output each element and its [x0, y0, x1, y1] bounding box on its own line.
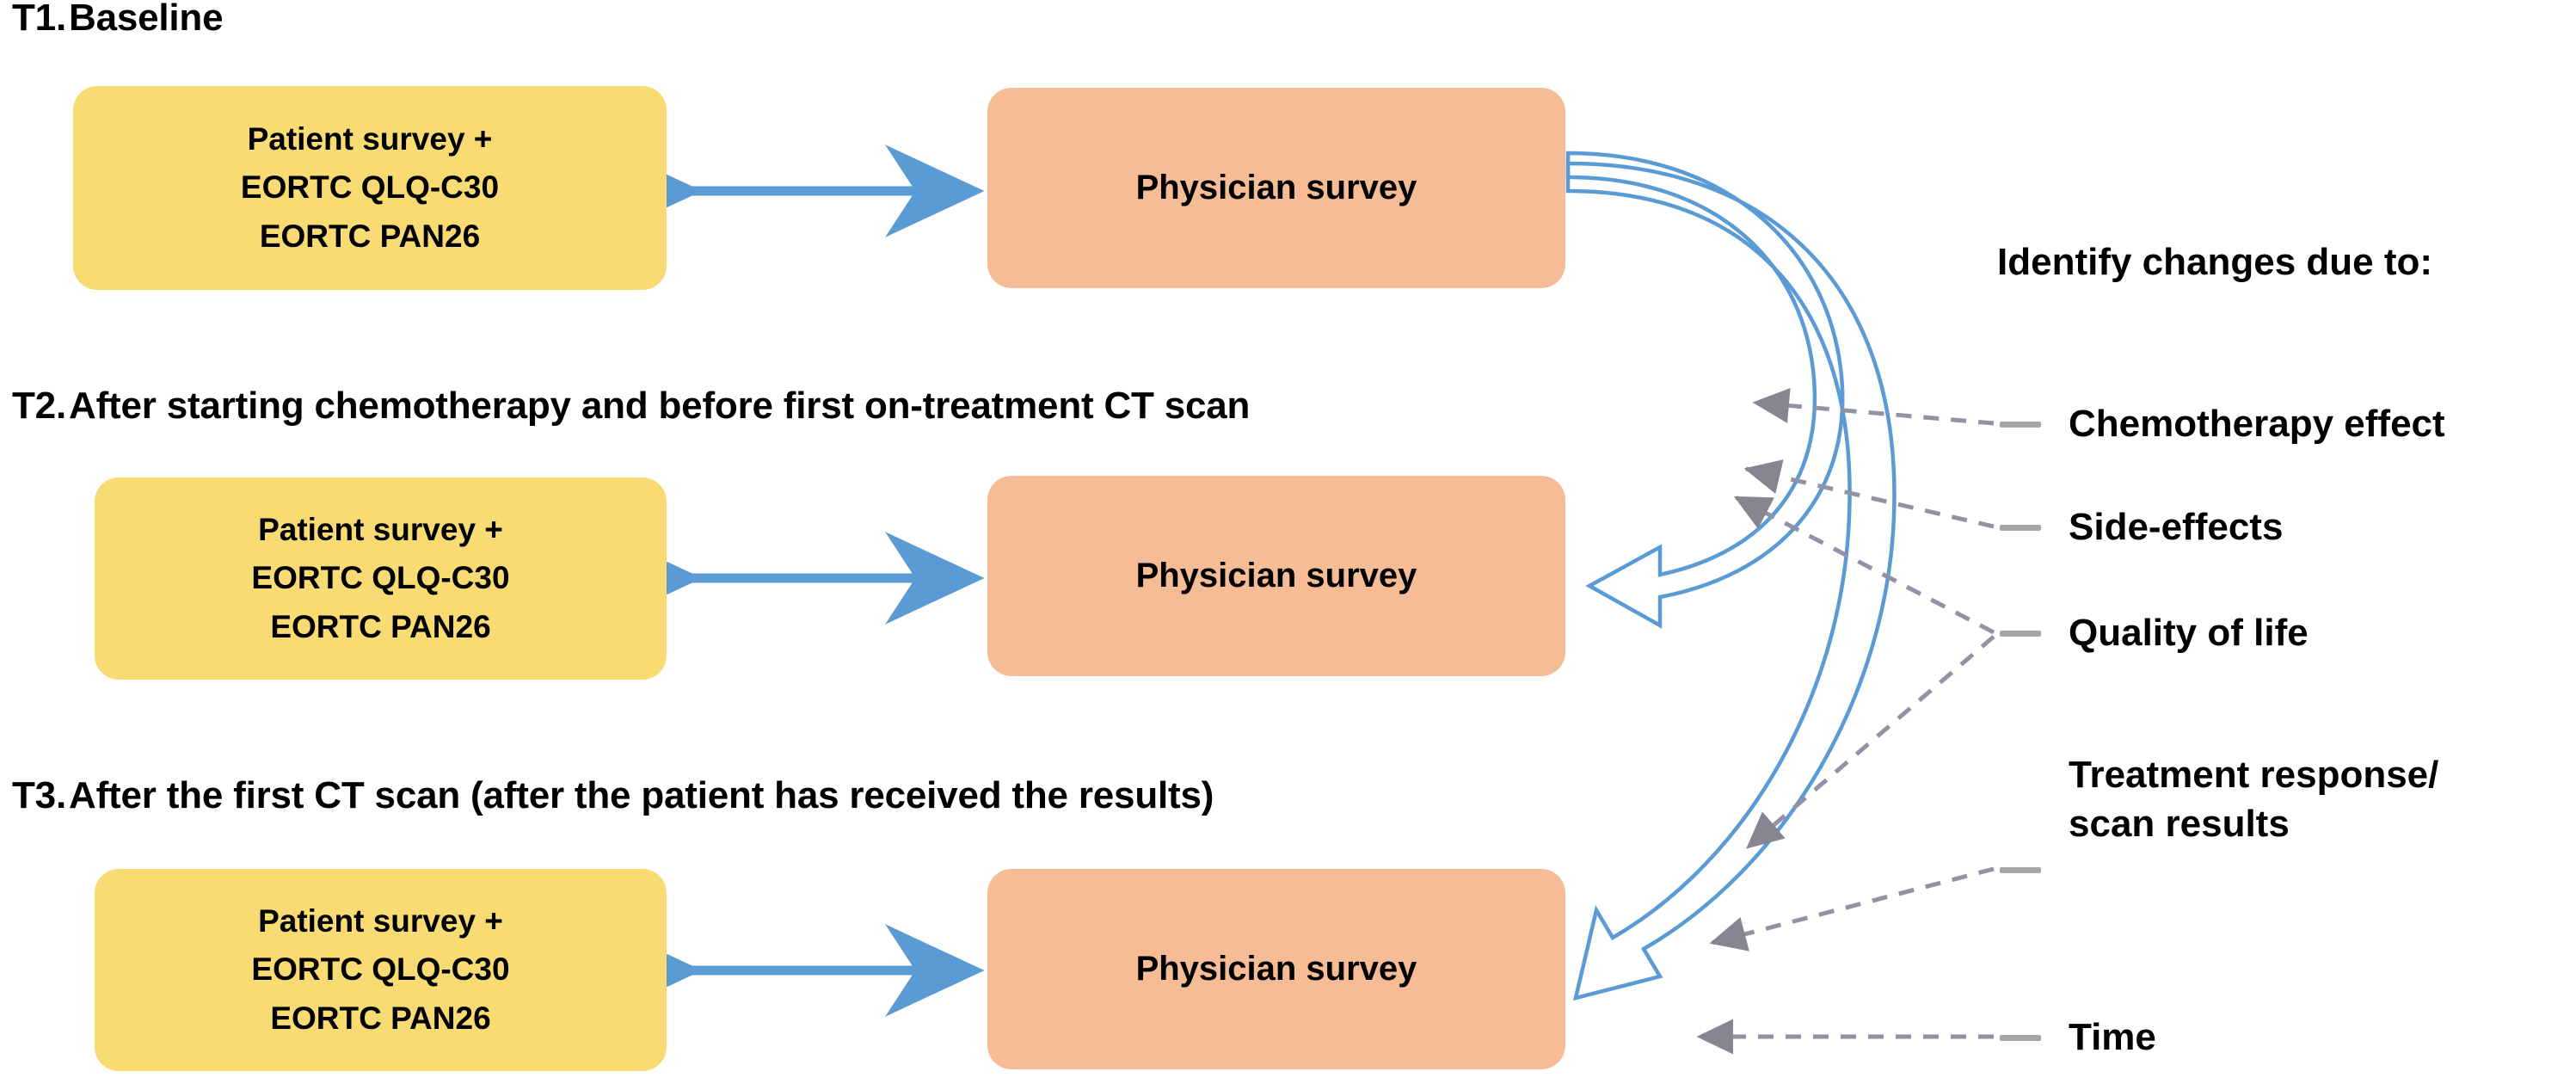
- patient-box-line-3: EORTC PAN26: [270, 1000, 491, 1036]
- patient-box-line-1: Patient survey +: [258, 903, 503, 939]
- patient-box-line-2: EORTC QLQ-C30: [251, 951, 510, 988]
- legend-dash-icon-treatment-response: [2000, 867, 2041, 873]
- legend-item-chemotherapy-effect: Chemotherapy effect: [2069, 403, 2445, 445]
- legend-title: Identify changes due to:: [1997, 241, 2433, 283]
- patient-survey-box-t3: Patient survey + EORTC QLQ-C30 EORTC PAN…: [95, 869, 667, 1071]
- timepoint-code-t2: T2.: [12, 385, 66, 427]
- dashed-connector-quality-of-life-upper: [1733, 495, 1995, 635]
- timepoint-code-t3: T3.: [12, 774, 66, 816]
- legend-item-side-effects: Side-effects: [2069, 506, 2284, 548]
- timepoint-description-t1: Baseline: [69, 0, 224, 39]
- timepoint-description-t3: After the first CT scan (after the patie…: [69, 774, 1214, 816]
- legend-dash-icon-time: [2000, 1035, 2041, 1041]
- legend-item-quality-of-life: Quality of life: [2069, 612, 2309, 654]
- physician-box-label: Physician survey: [1135, 557, 1417, 594]
- legend-dash-icon-chemotherapy: [2000, 422, 2041, 428]
- dashed-connector-side-effects: [1743, 459, 1995, 529]
- patient-box-line-2: EORTC QLQ-C30: [240, 169, 500, 206]
- legend-item-treatment-response-line-2: scan results: [2069, 803, 2290, 846]
- patient-box-line-3: EORTC PAN26: [270, 608, 491, 644]
- dashed-connector-treatment-response: [1709, 866, 1995, 951]
- patient-survey-box-t1: Patient survey + EORTC QLQ-C30 EORTC PAN…: [73, 86, 667, 290]
- legend-dash-icon-quality-of-life: [2000, 631, 2041, 637]
- legend-item-time: Time: [2069, 1016, 2156, 1058]
- dashed-connector-quality-of-life-lower: [1746, 635, 1995, 849]
- patient-box-line-3: EORTC PAN26: [259, 218, 481, 254]
- dashed-connector-chemotherapy: [1752, 388, 1995, 426]
- physician-survey-box-t2: Physician survey: [987, 476, 1565, 676]
- patient-survey-box-t2: Patient survey + EORTC QLQ-C30 EORTC PAN…: [95, 477, 667, 680]
- timepoint-description-t2: After starting chemotherapy and before f…: [69, 385, 1251, 427]
- legend-item-treatment-response-line-1: Treatment response/: [2069, 754, 2439, 796]
- curved-arrow-t1-to-t3: [1565, 161, 1897, 1001]
- patient-box-line-2: EORTC QLQ-C30: [251, 560, 510, 596]
- patient-box-line-1: Patient survey +: [258, 512, 503, 548]
- legend-item-treatment-response: Treatment response/ scan results: [2069, 750, 2438, 848]
- legend-dash-icon-side-effects: [2000, 525, 2041, 531]
- physician-box-label: Physician survey: [1135, 169, 1417, 206]
- physician-survey-box-t3: Physician survey: [987, 869, 1565, 1069]
- curved-arrow-t1-to-t2: [1565, 151, 1845, 629]
- timepoint-code-t1: T1.: [12, 0, 66, 39]
- patient-box-line-1: Patient survey +: [247, 121, 493, 157]
- physician-survey-box-t1: Physician survey: [987, 88, 1565, 288]
- physician-box-label: Physician survey: [1135, 950, 1417, 988]
